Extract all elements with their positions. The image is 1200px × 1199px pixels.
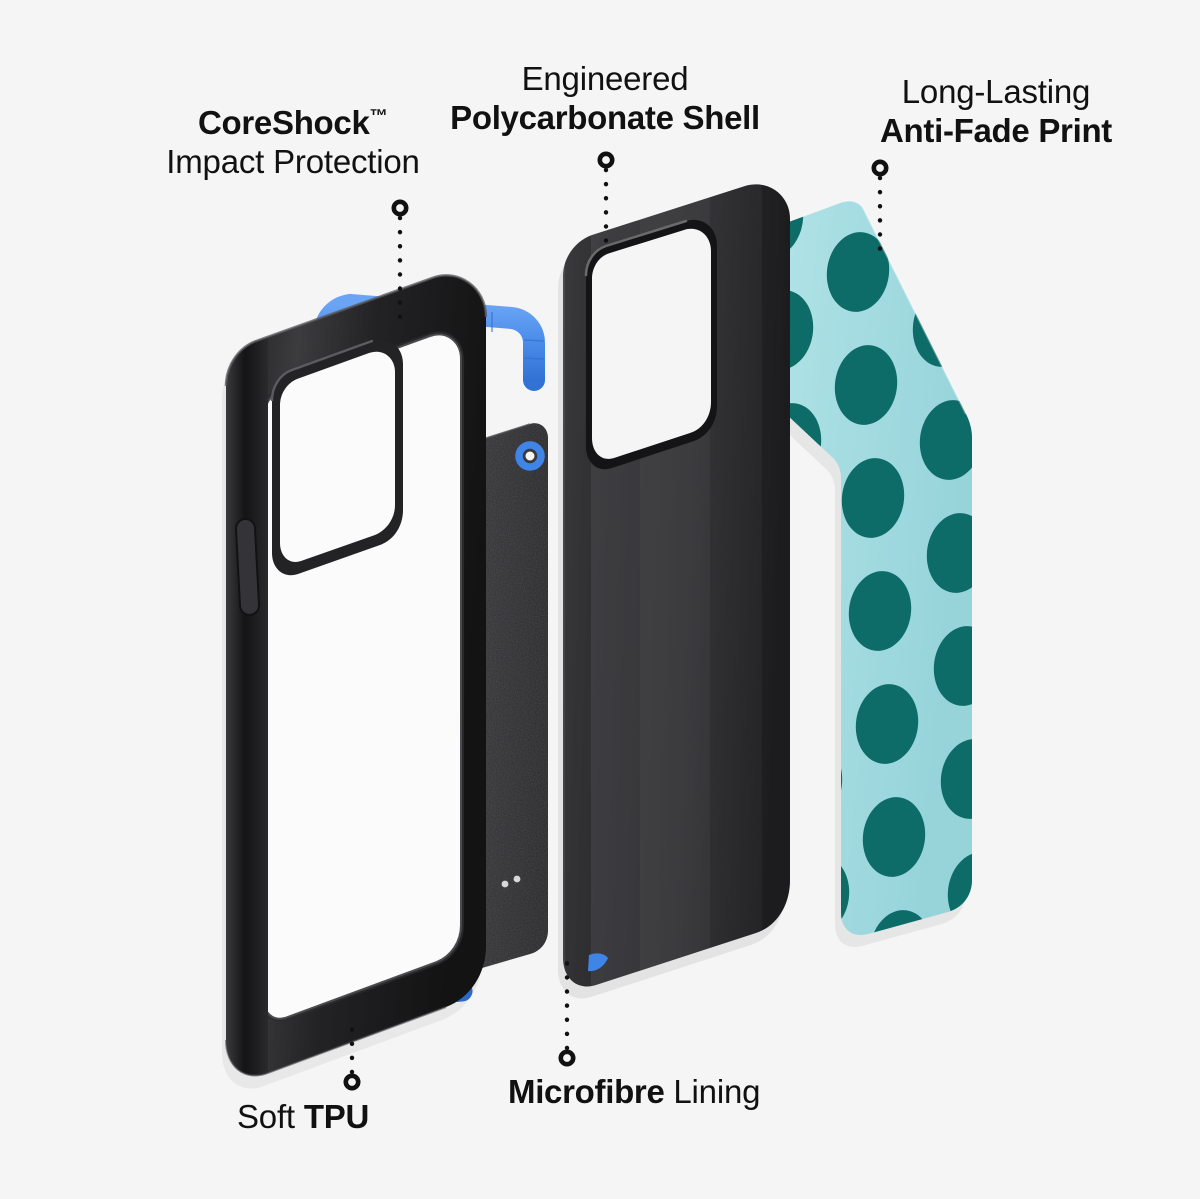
callout-antifade-line2: Anti-Fade Print (880, 111, 1112, 149)
print-panel-base (740, 200, 972, 935)
tpu-volume-button (234, 518, 261, 616)
coreshock-bottom-tab (588, 953, 608, 972)
polycarbonate-shell (558, 184, 790, 999)
callout-coreshock-line1: CoreShock™ (198, 104, 388, 141)
callout-microfibre-suffix: Lining (673, 1073, 761, 1110)
callout-polycarbonate-line1: Engineered (521, 60, 689, 97)
callout-antifade-line1: Long-Lasting (901, 73, 1091, 110)
coreshock-accent-ring-right (515, 441, 545, 471)
tpu-camera-bezel (270, 339, 403, 576)
callout-label-polycarbonate: Engineered Polycarbonate Shell (426, 60, 784, 137)
callout-softtpu-emphasis: TPU (303, 1098, 369, 1135)
leader-ring-markers (343, 151, 889, 1091)
callout-coreshock-line2: Impact Protection (166, 142, 420, 180)
trademark-symbol: ™ (369, 105, 388, 126)
callout-microfibre-emphasis: Microfibre (508, 1073, 674, 1110)
tpu-left-rail (226, 337, 268, 1076)
callout-label-antifade: Long-Lasting Anti-Fade Print (867, 73, 1125, 150)
callout-polycarbonate-line2: Polycarbonate Shell (450, 98, 760, 136)
callout-label-softtpu: Soft TPU (237, 1098, 381, 1137)
tpu-lower-cutout (274, 758, 308, 844)
callout-label-microfibre: Microfibre Lining (508, 1073, 773, 1112)
shell-camera-cutout (584, 219, 717, 470)
callout-softtpu-prefix: Soft (237, 1098, 304, 1135)
callout-label-coreshock: CoreShock™ Impact Protection (152, 104, 434, 181)
tpu-bumper (222, 274, 488, 1089)
